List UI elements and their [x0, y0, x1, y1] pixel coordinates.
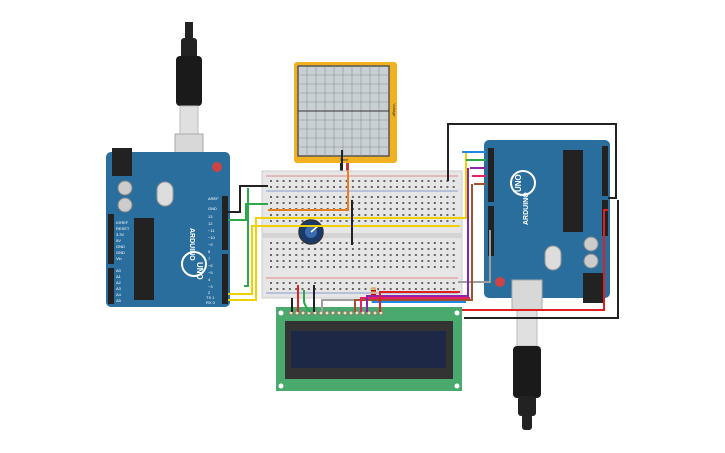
arduino-brand: ARDUINO	[188, 228, 195, 261]
pin-label: A5	[116, 298, 122, 303]
pin-label: 8	[208, 249, 211, 254]
pin-label: RESET	[116, 226, 130, 231]
arduino-uno-left[interactable]: ARDUINO UNO AREF GND 13 12 ~11 ~10 ~9 8 …	[106, 148, 230, 307]
pin-label: 3.3V	[116, 232, 125, 237]
lcd-pin	[348, 310, 354, 316]
oscilloscope[interactable]: Voltage Time	[294, 62, 397, 171]
pin-label: Vin	[116, 256, 122, 261]
pin-label: 12	[208, 221, 213, 226]
potentiometer[interactable]	[298, 219, 324, 245]
pin-label: ~9	[208, 242, 213, 247]
arduino-logo-icon	[181, 251, 207, 277]
wire-5v-right	[462, 209, 608, 311]
pin-label: ~6	[208, 263, 213, 268]
pin-label: ~5	[208, 270, 213, 275]
wire-gnd-right	[447, 123, 617, 199]
pin-label: IOREF	[116, 220, 129, 225]
pin-label: AREF	[208, 196, 219, 201]
pin-label: 4	[208, 277, 211, 282]
pin-label: ~3	[208, 284, 213, 289]
arduino-model: UNO	[514, 174, 523, 192]
pin-label: A4	[116, 292, 122, 297]
lcd-pin	[342, 310, 348, 316]
pin-label: 13	[208, 214, 213, 219]
breadboard[interactable]	[261, 170, 463, 299]
wire-green-2	[244, 188, 249, 287]
lcd-16x2[interactable]	[276, 307, 462, 391]
wire-orange	[268, 170, 349, 211]
pin-label: 7	[208, 256, 211, 261]
oscilloscope-x-label: Time	[340, 157, 350, 162]
wires[interactable]	[228, 123, 619, 319]
lcd-pin	[372, 310, 378, 316]
pin-label: ~10	[208, 235, 216, 240]
pin-label: GND	[208, 206, 217, 211]
arduino-model: UNO	[195, 262, 204, 280]
pin-label: A0	[116, 268, 122, 273]
lcd-pin	[336, 310, 342, 316]
pin-label: GND	[116, 250, 125, 255]
oscilloscope-y-label: Voltage	[392, 103, 397, 117]
usb-cable-right[interactable]	[511, 279, 543, 430]
lcd-pin	[324, 310, 330, 316]
arduino-logo-icon	[510, 170, 536, 196]
pin-label: A3	[116, 286, 122, 291]
usb-cable-left[interactable]	[174, 22, 204, 165]
pin-label: TX 1	[206, 295, 215, 300]
breadboard-holes[interactable]	[270, 180, 455, 290]
lcd-screen	[291, 331, 446, 368]
pin-label: ~11	[208, 228, 215, 233]
pin-label: GND	[116, 244, 125, 249]
pin-label: 2	[208, 290, 211, 295]
wire-yellow-left	[228, 225, 460, 295]
wire-green-left	[228, 203, 268, 221]
pin-label: 5V	[116, 238, 121, 243]
lcd-pin	[330, 310, 336, 316]
wire-gnd-left	[228, 185, 268, 213]
pin-label: A2	[116, 280, 122, 285]
arduino-uno-right[interactable]: ARDUINO UNO	[484, 140, 610, 303]
pin-label: A1	[116, 274, 122, 279]
lcd-pin	[300, 310, 306, 316]
arduino-brand: ARDUINO	[523, 192, 530, 225]
pin-label: RX 0	[206, 300, 216, 305]
